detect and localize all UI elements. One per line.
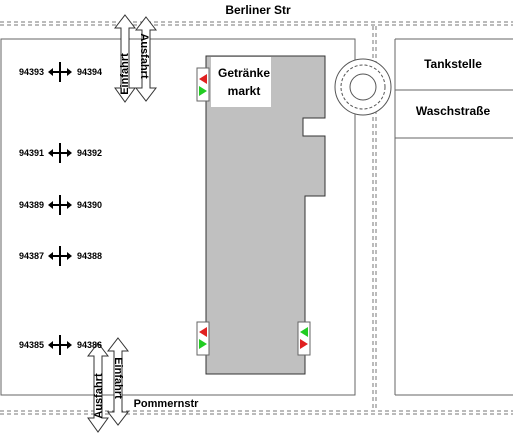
parking-row: 94387 94388 <box>19 246 102 266</box>
market-label-line1: Getränke <box>218 66 270 80</box>
space-number-left: 94389 <box>19 200 44 210</box>
parking-lot-outline <box>0 38 356 396</box>
berliner-str-road <box>0 21 513 26</box>
south-exit-label: Ausfahrt <box>93 373 105 419</box>
space-number-right: 94392 <box>77 148 102 158</box>
space-number-left: 94385 <box>19 340 44 350</box>
space-number-right: 94386 <box>77 340 102 350</box>
street-label-north: Berliner Str <box>225 3 291 17</box>
market-building <box>205 55 326 375</box>
door-signal-bottom-right <box>297 321 311 356</box>
space-number-left: 94391 <box>19 148 44 158</box>
parking-row: 94391 94392 <box>19 143 102 163</box>
space-number-left: 94387 <box>19 251 44 261</box>
north-exit-label: Ausfahrt <box>138 33 150 79</box>
door-signal-top <box>196 67 210 102</box>
roundabout <box>334 58 392 116</box>
street-label-south: Pommernstr <box>134 398 200 410</box>
parking-row: 94393 94394 <box>19 62 102 82</box>
north-entry-label: Einfahrt <box>119 53 131 95</box>
four-way-arrow-icon <box>48 246 72 266</box>
right-block <box>394 38 513 396</box>
space-number-right: 94394 <box>77 67 102 77</box>
space-number-right: 94390 <box>77 200 102 210</box>
pommernstr-road <box>0 410 513 415</box>
space-number-left: 94393 <box>19 67 44 77</box>
parking-rows: 94393 94394 94391 94392 94389 94390 94387 94388… <box>19 62 102 355</box>
four-way-arrow-icon <box>48 62 72 82</box>
door-signal-bottom-left <box>196 321 210 356</box>
south-entry-label: Einfahrt <box>112 357 124 399</box>
north-entrance-arrow <box>113 14 158 103</box>
four-way-arrow-icon <box>48 143 72 163</box>
parking-row: 94385 94386 <box>19 335 102 355</box>
four-way-arrow-icon <box>48 335 72 355</box>
market-label-line2: markt <box>228 84 261 98</box>
car-wash-label: Waschstraße <box>416 104 491 118</box>
market-label-box <box>211 57 271 107</box>
space-number-right: 94388 <box>77 251 102 261</box>
gas-station-label: Tankstelle <box>424 57 482 71</box>
parking-row: 94389 94390 <box>19 195 102 215</box>
south-entrance-arrow <box>86 337 130 433</box>
four-way-arrow-icon <box>48 195 72 215</box>
